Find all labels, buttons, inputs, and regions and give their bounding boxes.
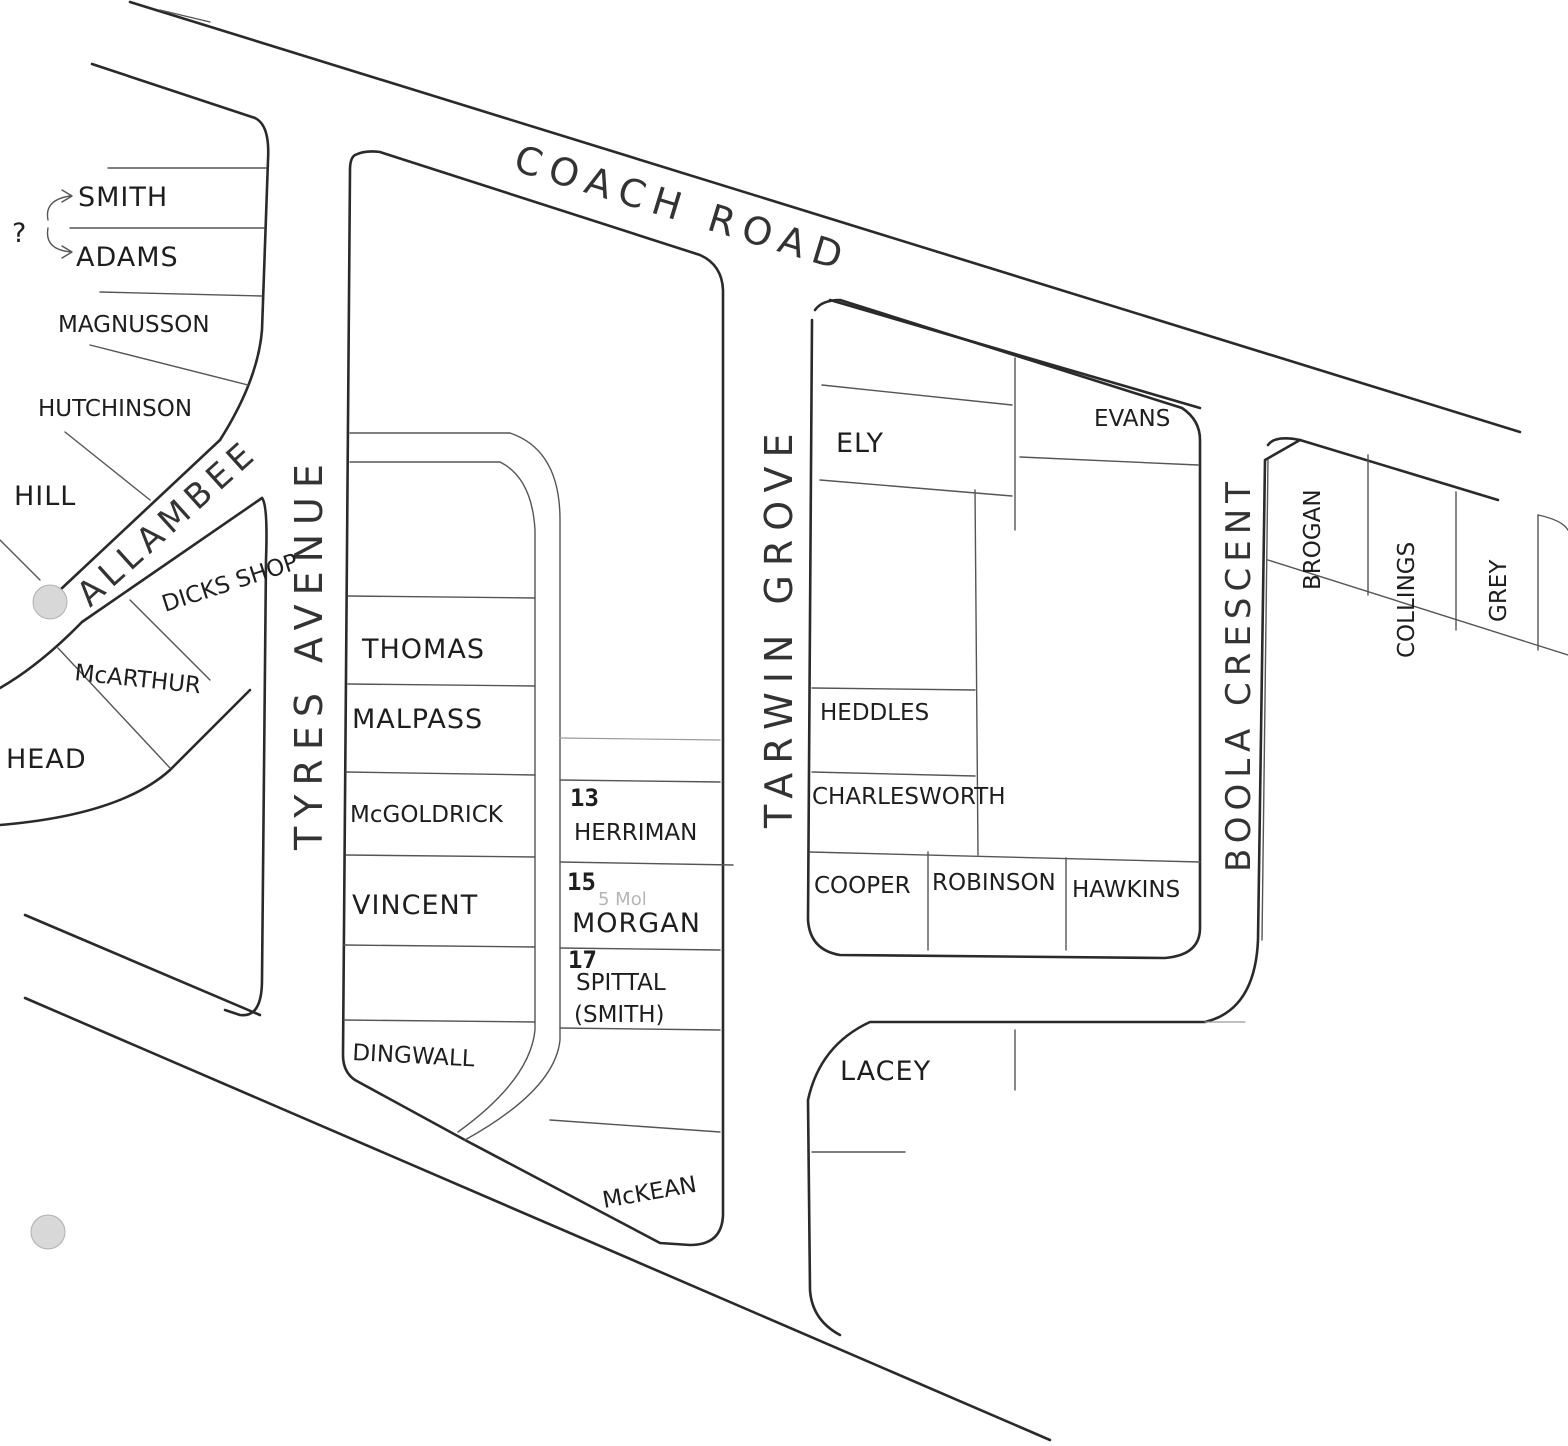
centre-block-outline — [341, 150, 725, 1247]
smith-adams-bracket — [46, 189, 73, 259]
blocks — [0, 116, 1568, 1337]
far-right-curve — [1537, 514, 1568, 531]
owner-mcgoldrick: McGOLDRICK — [350, 802, 504, 828]
morgan-faint-note: 5 Mol — [598, 889, 647, 910]
lot-line-c6 — [343, 1019, 536, 1023]
owner-adams: ADAMS — [76, 242, 179, 273]
street-boola-crescent: BOOLA CRESCENT — [1219, 476, 1259, 872]
lot-line-e7 — [811, 771, 976, 777]
owner-dicks-shop: DICKS SHOP — [159, 549, 302, 617]
coach-road-north-edge-tick — [159, 9, 211, 23]
owner-smith: SMITH — [78, 182, 168, 213]
owner-charlesworth: CHARLESWORTH — [812, 784, 1006, 810]
street-coach-road: COACH ROAD — [509, 137, 856, 281]
house-number-15: 15 — [567, 868, 596, 896]
lot-line-c11 — [559, 1027, 721, 1031]
owner-spittal-smith: (SMITH) — [574, 1002, 665, 1028]
allambee-south-edge — [80, 496, 264, 624]
owner-brogan: BROGAN — [1300, 489, 1326, 590]
south-road-upper-edge — [23, 913, 262, 1017]
owner-collings: COLLINGS — [1394, 542, 1420, 658]
owner-thomas: THOMAS — [361, 634, 485, 665]
lot-line-c1 — [347, 595, 536, 599]
street-labels: COACH ROAD TYRES AVENUE TARWIN GROVE BOO… — [69, 137, 1259, 872]
owner-herriman: HERRIMAN — [574, 820, 697, 846]
west-block-lower-outline — [223, 496, 268, 1017]
owner-magnusson: MAGNUSSON — [58, 312, 210, 338]
owner-hutchinson: HUTCHINSON — [38, 396, 192, 422]
binder-hole-upper — [32, 584, 68, 620]
owner-spittal: SPITTAL — [576, 970, 666, 996]
lot-line-w8 — [57, 647, 171, 769]
owner-ely: ELY — [836, 428, 884, 459]
owner-dingwall: DINGWALL — [352, 1040, 476, 1072]
owner-mckean: McKEAN — [601, 1172, 699, 1214]
allambee-curve — [0, 620, 84, 690]
road-lines — [23, 0, 1522, 1442]
lot-line-e1 — [821, 384, 1013, 406]
coach-road-south-edge-left — [90, 62, 257, 120]
owner-evans: EVANS — [1094, 406, 1170, 432]
east-block-outline — [806, 298, 1202, 960]
allambee-north-edge — [58, 438, 222, 592]
west-block-outline — [218, 116, 270, 442]
owner-head: HEAD — [6, 744, 87, 775]
owner-mcarthur: McARTHUR — [73, 660, 202, 699]
lot-line-e5 — [811, 687, 976, 691]
owner-labels: ? SMITH ADAMS MAGNUSSON HUTCHINSON HILL … — [6, 182, 1512, 1214]
lot-line-c7 — [559, 737, 721, 741]
head-lot-line — [168, 688, 252, 772]
lot-line-w7 — [129, 599, 211, 681]
lot-line-c5 — [343, 944, 536, 948]
owner-robinson: ROBINSON — [932, 870, 1056, 896]
lot-dividers — [0, 167, 1246, 1153]
lot-line-e3 — [1019, 456, 1199, 466]
bracket-arrow-adams — [46, 227, 73, 259]
owner-lacey: LACEY — [840, 1056, 931, 1087]
owner-heddles: HEDDLES — [820, 700, 929, 726]
lot-line-c12 — [549, 1119, 721, 1133]
owner-malpass: MALPASS — [352, 704, 483, 735]
brogan-lot-bottom — [1267, 559, 1568, 656]
lot-line-c9 — [559, 861, 734, 866]
lot-line-w3 — [99, 291, 263, 297]
boola-crescent-west — [1261, 459, 1269, 941]
owner-grey: GREY — [1486, 559, 1512, 622]
owner-cooper: COOPER — [814, 873, 911, 899]
coach-road-south-edge-far — [1298, 438, 1500, 502]
owner-morgan: MORGAN — [572, 908, 701, 939]
lot-line-w6 — [0, 539, 41, 581]
house-number-13: 13 — [570, 784, 599, 812]
binder-hole-lower — [30, 1214, 66, 1250]
lot-line-w4 — [89, 344, 249, 386]
lot-line-c4 — [345, 854, 536, 858]
lot-line-c3 — [345, 771, 536, 776]
bracket-arrow-smith — [46, 189, 73, 221]
south-road-lower-edge — [23, 996, 1052, 1442]
owner-hill: HILL — [14, 481, 76, 512]
service-lane-inner — [349, 461, 536, 1133]
lot-line-e4 — [819, 479, 1013, 497]
owner-vincent: VINCENT — [352, 890, 478, 921]
question-mark: ? — [12, 218, 27, 249]
lot-line-e6 — [974, 489, 979, 856]
street-tyres-avenue: TYRES AVENUE — [287, 455, 331, 851]
lot-line-w5 — [64, 431, 151, 501]
house-number-17: 17 — [568, 946, 597, 974]
lot-line-c10 — [559, 947, 721, 951]
owner-hawkins: HAWKINS — [1072, 877, 1180, 903]
coach-road-north-edge — [128, 0, 1522, 434]
lot-line-c8 — [559, 779, 721, 783]
head-lot-curve — [0, 768, 172, 827]
service-lane-outer — [349, 432, 561, 1141]
street-tarwin-grove: TARWIN GROVE — [757, 424, 801, 829]
lot-line-e8 — [809, 851, 1201, 863]
lot-line-c2 — [347, 683, 536, 687]
